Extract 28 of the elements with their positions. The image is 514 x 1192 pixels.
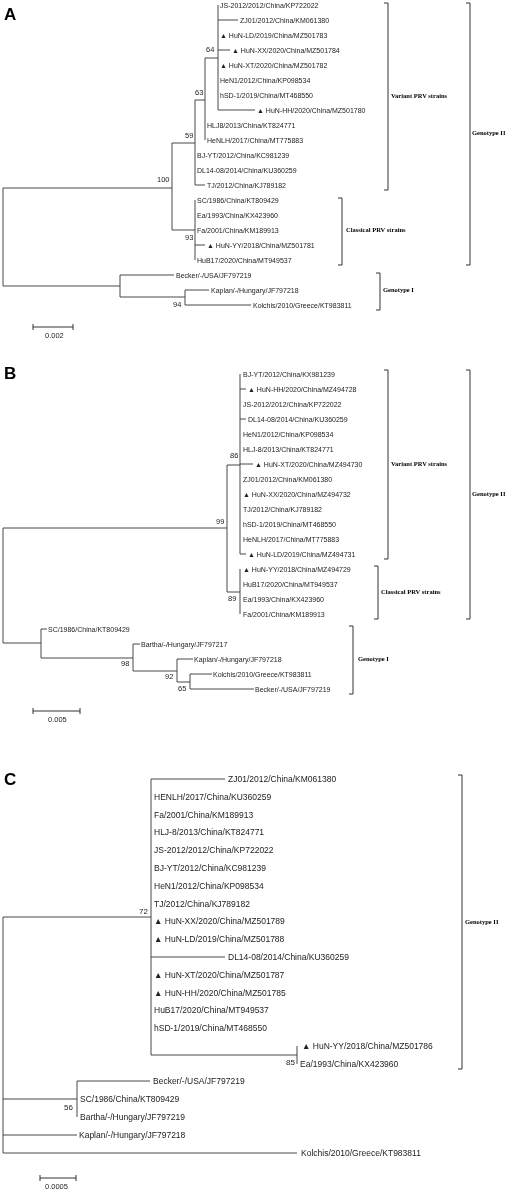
taxon-label: ▲ HuN-XX/2020/China/MZ501789 bbox=[154, 917, 285, 926]
taxon-label: BJ-YT/2012/China/KC981239 bbox=[154, 863, 266, 873]
taxon-label: ▲ HuN-XT/2020/China/MZ501787 bbox=[154, 970, 285, 980]
taxon-label: HeN1/2012/China/KP098534 bbox=[154, 881, 264, 891]
taxon-label: ZJ01/2012/China/KM061380 bbox=[228, 774, 337, 784]
taxon-label: HLJ-8/2013/China/KT824771 bbox=[154, 828, 265, 837]
taxon-label: Kolchis/2010/Greece/KT983811 bbox=[301, 1148, 421, 1158]
panel-letter: A bbox=[4, 5, 17, 23]
taxon-label: ▲ HuN-HH/2020/China/MZ501785 bbox=[154, 988, 286, 997]
taxon-label: Kaplan/-/Hungary/JF797218 bbox=[79, 1130, 186, 1140]
taxon-label: ▲ HuN-LD/2019/China/MZ501788 bbox=[154, 934, 285, 944]
taxon-label: Fa/2001/China/KM189913 bbox=[154, 810, 254, 819]
taxon-label: DL14-08/2014/China/KU360259 bbox=[228, 952, 349, 962]
bootstrap-value: 72 bbox=[139, 908, 148, 916]
taxon-label: Ea/1993/China/KX423960 bbox=[300, 1059, 399, 1069]
bootstrap-value: 85 bbox=[286, 1059, 295, 1067]
taxon-label: JS-2012/2012/China/KP722022 bbox=[154, 845, 274, 855]
taxon-label: hSD-1/2019/China/MT468550 bbox=[154, 1023, 267, 1033]
taxon-label: SC/1986/China/KT809429 bbox=[80, 1094, 180, 1104]
bootstrap-value: 56 bbox=[64, 1104, 73, 1112]
taxon-label: TJ/2012/China/KJ789182 bbox=[154, 899, 250, 908]
taxon-label: HENLH/2017/China/KU360259 bbox=[154, 792, 272, 802]
panel-letter: B bbox=[4, 364, 17, 382]
taxon-label: HuB17/2020/China/MT949537 bbox=[154, 1006, 269, 1015]
taxon-label: ▲ HuN-YY/2018/China/MZ501786 bbox=[302, 1041, 433, 1051]
taxon-label: Bartha/-/Hungary/JF797219 bbox=[80, 1112, 185, 1122]
taxon-label: Becker/-/USA/JF797219 bbox=[153, 1076, 245, 1086]
panel-letter: C bbox=[4, 770, 17, 788]
